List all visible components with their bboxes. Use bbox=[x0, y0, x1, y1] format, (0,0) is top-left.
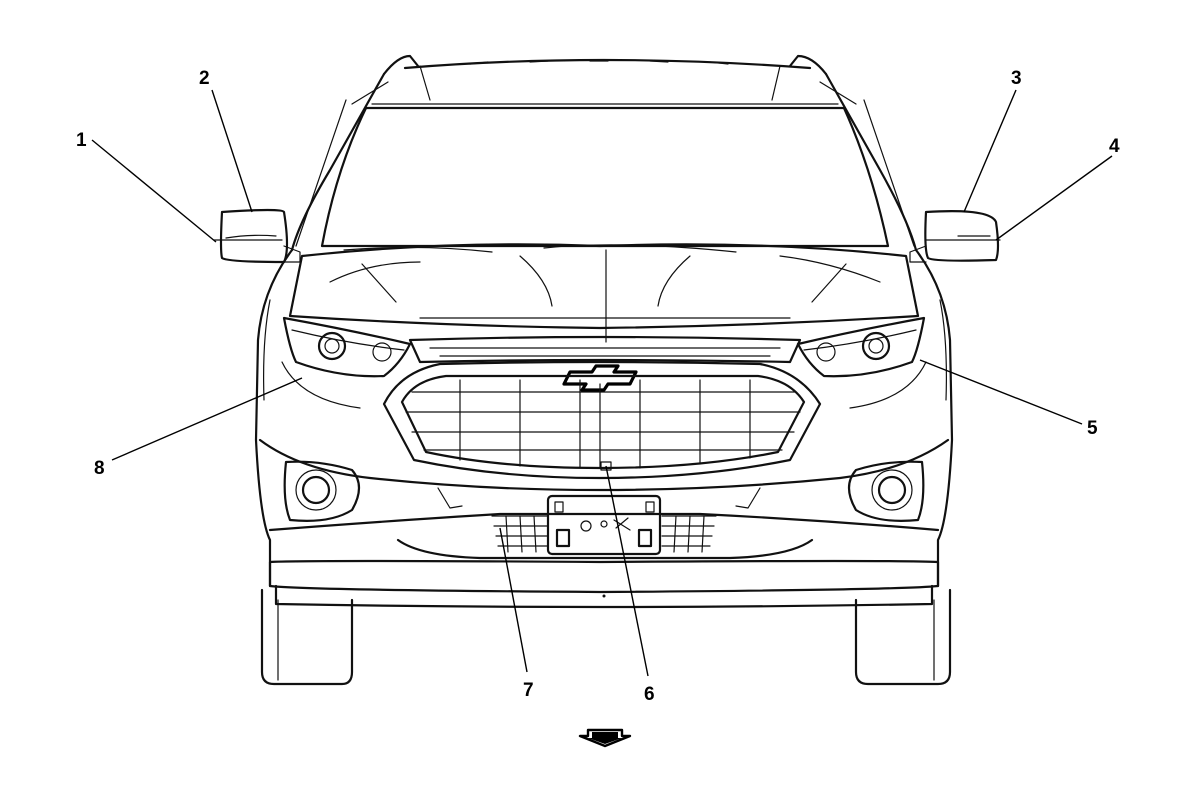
callout-3: 3 bbox=[1011, 68, 1022, 89]
down-arrow-icon bbox=[578, 728, 632, 748]
tires bbox=[260, 588, 952, 686]
callout-4: 4 bbox=[1109, 136, 1120, 157]
leader-line-8 bbox=[111, 377, 303, 461]
main-grille bbox=[382, 360, 822, 480]
left-mirror bbox=[213, 208, 301, 264]
windshield bbox=[295, 81, 915, 248]
lower-grille bbox=[491, 515, 717, 553]
roof bbox=[290, 54, 918, 252]
emblem bbox=[562, 364, 638, 392]
hood bbox=[288, 243, 920, 343]
callout-1: 1 bbox=[76, 130, 87, 151]
body-sides bbox=[254, 248, 954, 588]
leader-line-6 bbox=[605, 465, 649, 677]
right-fog-light bbox=[847, 460, 925, 522]
left-headlight bbox=[282, 316, 412, 378]
callout-5: 5 bbox=[1087, 418, 1098, 439]
callout-6: 6 bbox=[644, 684, 655, 705]
front-bumper bbox=[258, 438, 950, 609]
callout-8: 8 bbox=[94, 458, 105, 479]
callout-2: 2 bbox=[199, 68, 210, 89]
leader-line-3 bbox=[963, 89, 1017, 213]
leader-line-5 bbox=[919, 359, 1083, 425]
leader-line-4 bbox=[995, 155, 1113, 241]
right-mirror bbox=[909, 210, 1001, 263]
right-headlight bbox=[796, 316, 926, 378]
leader-line-7 bbox=[499, 527, 528, 673]
callout-7: 7 bbox=[523, 680, 534, 701]
callout-labels: 1 2 3 4 5 6 7 8 bbox=[76, 68, 1120, 705]
leader-line-1 bbox=[91, 139, 217, 243]
leader-line-2 bbox=[211, 89, 253, 213]
callout-leaders bbox=[91, 89, 1113, 677]
left-fog-light bbox=[283, 460, 361, 522]
upper-grille bbox=[408, 335, 802, 364]
license-plate-bracket bbox=[546, 494, 662, 556]
